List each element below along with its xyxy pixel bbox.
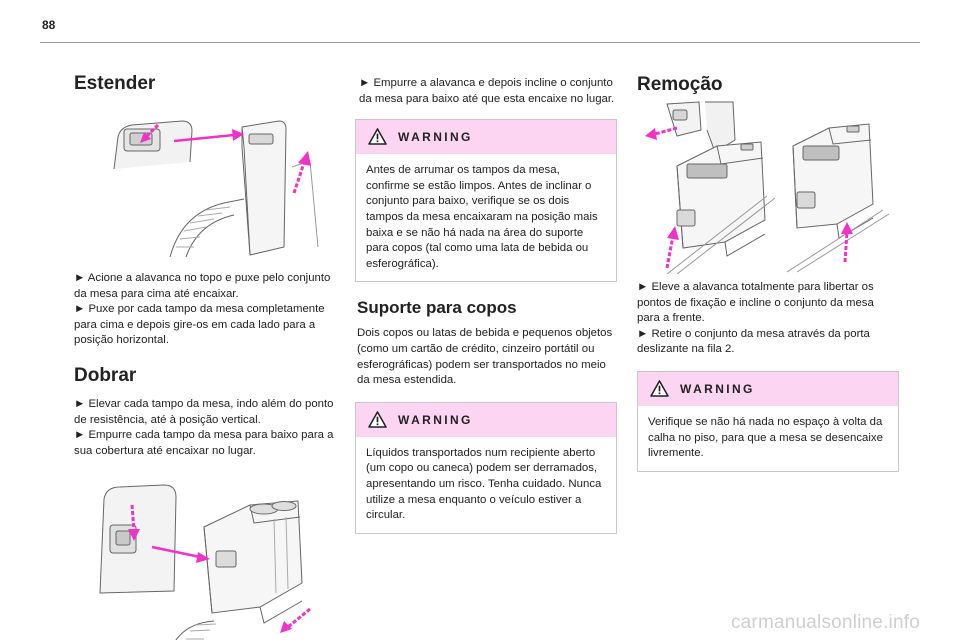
watermark: carmanualsonline.info	[730, 612, 920, 633]
warning-title: WARNING	[398, 412, 473, 427]
pink-arrow-icon	[280, 608, 311, 634]
warning-box: WARNING Antes de arrumar os tampos da me…	[355, 119, 617, 283]
illustration-fold	[99, 484, 311, 640]
warning-triangle-icon	[368, 410, 387, 428]
heading-remocao: Remoção	[637, 74, 723, 95]
remocao-bullet: ► Retire o conjunto da mesa através da p…	[637, 327, 870, 356]
warning-header: WARNING	[356, 402, 616, 437]
column-right: Remoção	[637, 60, 899, 472]
heading-suporte: Suporte para copos	[357, 298, 517, 318]
column-left: Estender	[74, 60, 336, 640]
illustration-removal	[645, 101, 890, 274]
warning-text: Líquidos transportados num recipiente ab…	[366, 446, 602, 522]
column-middle: ► Empurre a alavanca e depois incline o …	[355, 76, 617, 534]
warning-triangle-icon	[368, 128, 387, 145]
pink-arrow-icon	[841, 222, 853, 263]
remocao-bullet: ► Eleve a alavanca totalmente para liber…	[637, 281, 874, 325]
warning-text: Verifique se não há nada no espaço à vol…	[648, 415, 883, 460]
estender-bullet: ► Acione a alavanca no topo e puxe pelo …	[74, 272, 331, 300]
pink-arrow-icon	[173, 129, 244, 143]
dobrar-bullet: ► Elevar cada tampo da mesa, indo além d…	[74, 397, 334, 426]
warning-header: WARNING	[638, 371, 898, 406]
estender-instructions: ► Acione a alavanca no topo e puxe pelo …	[74, 271, 336, 349]
dobrar-bullet: ► Empurre cada tampo da mesa para baixo …	[74, 429, 334, 457]
remocao-instructions: ► Eleve a alavanca totalmente para liber…	[637, 280, 899, 358]
warning-triangle-icon	[650, 380, 669, 397]
warning-text: Antes de arrumar os tampos da mesa, conf…	[366, 164, 598, 270]
warning-header: WARNING	[356, 120, 616, 155]
pink-arrow-icon	[128, 505, 140, 542]
estender-bullet: ► Puxe por cada tampo da mesa completame…	[74, 303, 325, 347]
page-number: 88	[42, 18, 56, 32]
warning-title: WARNING	[398, 130, 473, 145]
header-rule	[40, 42, 920, 43]
pink-arrow-icon	[665, 226, 679, 269]
dobrar-instructions: ► Elevar cada tampo da mesa, indo além d…	[74, 397, 336, 459]
warning-box: WARNING Verifique se não há nada no espa…	[637, 370, 899, 472]
pink-arrow-icon	[151, 546, 210, 564]
warning-title: WARNING	[680, 381, 755, 396]
pink-arrow-icon	[140, 123, 160, 143]
pink-arrow-icon	[292, 151, 311, 194]
col2-intro: ► Empurre a alavanca e depois incline o …	[359, 77, 615, 105]
heading-estender: Estender	[74, 73, 156, 94]
illustration-extend	[113, 120, 319, 257]
heading-dobrar: Dobrar	[74, 364, 137, 386]
pink-arrow-icon	[645, 126, 678, 140]
suporte-text: Dois copos ou latas de bebida e pequenos…	[357, 327, 613, 387]
warning-box: WARNING Líquidos transportados num recip…	[355, 401, 617, 534]
